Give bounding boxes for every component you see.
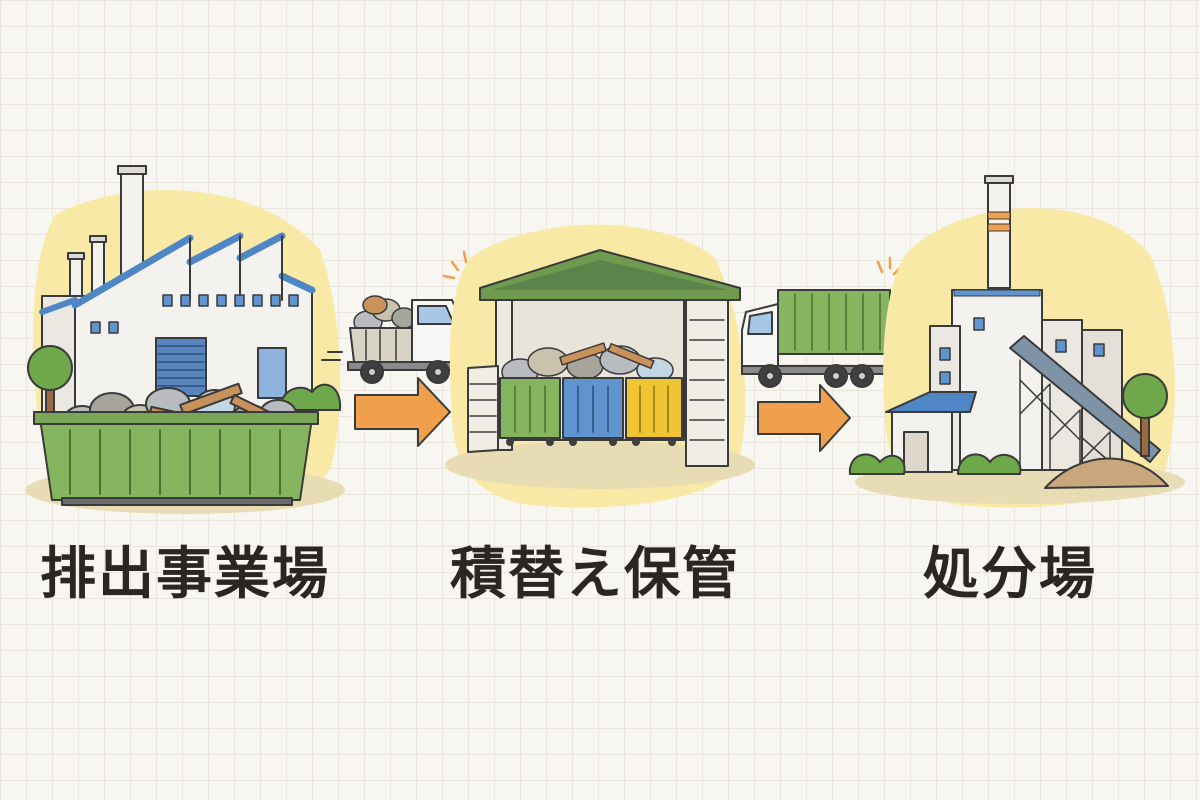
stage-label-discharge-site: 排出事業場 (40, 542, 330, 607)
chimney (987, 177, 1011, 289)
chimney-tall (120, 167, 144, 277)
disposal-plant-illustration (848, 175, 1185, 508)
conveyor (1009, 335, 1161, 463)
shed-pillar (685, 299, 729, 467)
stage-label-transfer-storage: 積替え保管 (450, 542, 740, 607)
transfer-storage-illustration (442, 224, 755, 508)
tree (27, 345, 73, 391)
stage-label-disposal-site: 処分場 (923, 542, 1097, 607)
chimney-small (69, 254, 83, 302)
flow-arrow-icon (757, 384, 851, 452)
dump-truck (321, 295, 465, 384)
waste-container (39, 417, 313, 501)
bush (279, 383, 342, 411)
factory-roof (71, 232, 316, 309)
brick-wall (467, 365, 499, 453)
ground-patch (445, 441, 755, 489)
flow-arrow-icon (354, 377, 451, 447)
factory-illustration (25, 165, 345, 514)
tree (1122, 373, 1168, 419)
soil-pile (1044, 457, 1169, 489)
